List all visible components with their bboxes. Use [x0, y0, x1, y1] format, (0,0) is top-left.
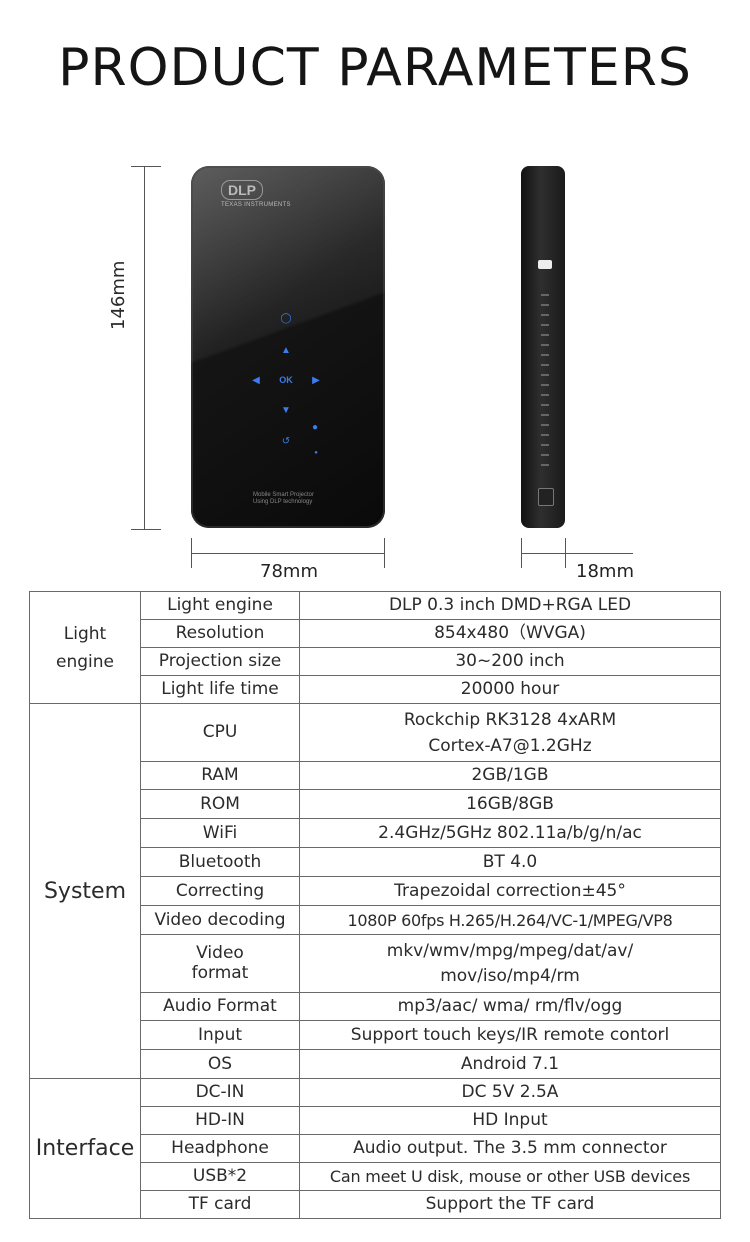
param-name: TF card — [140, 1190, 300, 1219]
param-value: Can meet U disk, mouse or other USB devi… — [299, 1162, 721, 1191]
param-name: Audio Format — [140, 992, 300, 1021]
param-name: HD-IN — [140, 1106, 300, 1135]
up-key-icon: ▲ — [281, 345, 291, 356]
param-name: Correcting — [140, 876, 300, 906]
param-name: CPU — [140, 703, 300, 762]
param-value: 1080P 60fps H.265/H.264/VC-1/MPEG/VP8 — [299, 905, 721, 935]
menu-key-icon: ● — [311, 422, 319, 433]
projector-front-view: DLP TEXAS INSTRUMENTS ◯ ▲ ◀ OK ▶ ▼ ● ↺ ●… — [191, 166, 385, 528]
param-value: 2GB/1GB — [299, 761, 721, 790]
param-value: DLP 0.3 inch DMD+RGA LED — [299, 591, 721, 620]
depth-label: 18mm — [576, 561, 634, 582]
param-name: Light life time — [140, 675, 300, 704]
table-row: Headphone Audio output. The 3.5 mm conne… — [30, 1134, 721, 1163]
param-name: WiFi — [140, 818, 300, 848]
param-value: 20000 hour — [299, 675, 721, 704]
param-value: Rockchip RK3128 4xARM Cortex-A7@1.2GHz — [299, 703, 721, 762]
side-port-icon — [538, 488, 554, 506]
param-name: Input — [140, 1020, 300, 1050]
param-name: RAM — [140, 761, 300, 790]
table-row: RAM 2GB/1GB — [30, 761, 721, 790]
param-value: mkv/wmv/mpg/mpeg/dat/av/ mov/iso/mp4/rm — [299, 934, 721, 993]
param-name: Resolution — [140, 619, 300, 648]
param-value: HD Input — [299, 1106, 721, 1135]
depth-dimension-line — [521, 553, 633, 554]
param-name: Light engine — [140, 591, 300, 620]
page-title: PRODUCT PARAMETERS — [58, 38, 692, 98]
table-row: Video format mkv/wmv/mpg/mpeg/dat/av/ mo… — [30, 934, 721, 993]
param-value: Support touch keys/IR remote contorl — [299, 1020, 721, 1050]
power-key-icon: ◯ — [280, 313, 292, 324]
param-name: Video format — [140, 934, 300, 993]
left-key-icon: ◀ — [252, 375, 260, 386]
param-value: 854x480（WVGA) — [299, 619, 721, 648]
param-value: DC 5V 2.5A — [299, 1078, 721, 1107]
side-switch-icon — [538, 260, 552, 269]
param-value: Audio output. The 3.5 mm connector — [299, 1134, 721, 1163]
projector-side-view — [521, 166, 565, 528]
width-dimension-line — [191, 553, 385, 554]
back-key-icon: ↺ — [281, 436, 291, 447]
indicator-dot-icon: ● — [314, 450, 318, 456]
param-name: DC-IN — [140, 1078, 300, 1107]
spec-table: Light engine Light engine DLP 0.3 inch D… — [29, 591, 721, 1219]
width-label: 78mm — [260, 561, 318, 582]
table-row: Interface DC-IN DC 5V 2.5A — [29, 1078, 721, 1219]
ok-key: OK — [279, 375, 293, 385]
table-row: USB*2 Can meet U disk, mouse or other US… — [30, 1162, 721, 1191]
param-value: BT 4.0 — [299, 847, 721, 877]
param-value: 2.4GHz/5GHz 802.11a/b/g/n/ac — [299, 818, 721, 848]
param-name: Video decoding — [140, 905, 300, 935]
right-key-icon: ▶ — [312, 375, 320, 386]
table-row: OS Android 7.1 — [30, 1049, 721, 1079]
param-value: Trapezoidal correction±45° — [299, 876, 721, 906]
param-name: USB*2 — [140, 1162, 300, 1191]
height-dimension-tick-bottom — [131, 529, 161, 530]
param-name: OS — [140, 1049, 300, 1079]
table-row: Resolution 854x480（WVGA) — [30, 619, 721, 648]
param-value: 30~200 inch — [299, 647, 721, 676]
table-row: Light engine Light engine DLP 0.3 inch D… — [29, 591, 721, 704]
param-value: 16GB/8GB — [299, 789, 721, 819]
height-dimension-line — [144, 166, 145, 530]
group-system: System — [29, 703, 141, 1079]
height-label: 146mm — [108, 260, 129, 330]
table-row: System CPU Rockchip RK3128 4xARM Cortex-… — [29, 703, 721, 1079]
down-key-icon: ▼ — [281, 405, 291, 416]
param-name: Headphone — [140, 1134, 300, 1163]
param-name: ROM — [140, 789, 300, 819]
table-row: Video decoding 1080P 60fps H.265/H.264/V… — [30, 905, 721, 935]
table-row: Correcting Trapezoidal correction±45° — [30, 876, 721, 906]
param-value: Android 7.1 — [299, 1049, 721, 1079]
group-light-engine: Light engine — [29, 591, 141, 704]
table-row: Bluetooth BT 4.0 — [30, 847, 721, 877]
device-brand-text: Mobile Smart Projector Using DLP technol… — [253, 492, 315, 505]
param-value: mp3/aac/ wma/ rm/flv/ogg — [299, 992, 721, 1021]
param-value: Support the TF card — [299, 1190, 721, 1219]
table-row: Projection size 30~200 inch — [30, 647, 721, 676]
dlp-logo: DLP TEXAS INSTRUMENTS — [221, 180, 291, 208]
height-dimension-tick-top — [131, 166, 161, 167]
group-interface: Interface — [29, 1078, 141, 1219]
param-name: Bluetooth — [140, 847, 300, 877]
table-row: TF card Support the TF card — [30, 1190, 721, 1219]
param-name: Projection size — [140, 647, 300, 676]
